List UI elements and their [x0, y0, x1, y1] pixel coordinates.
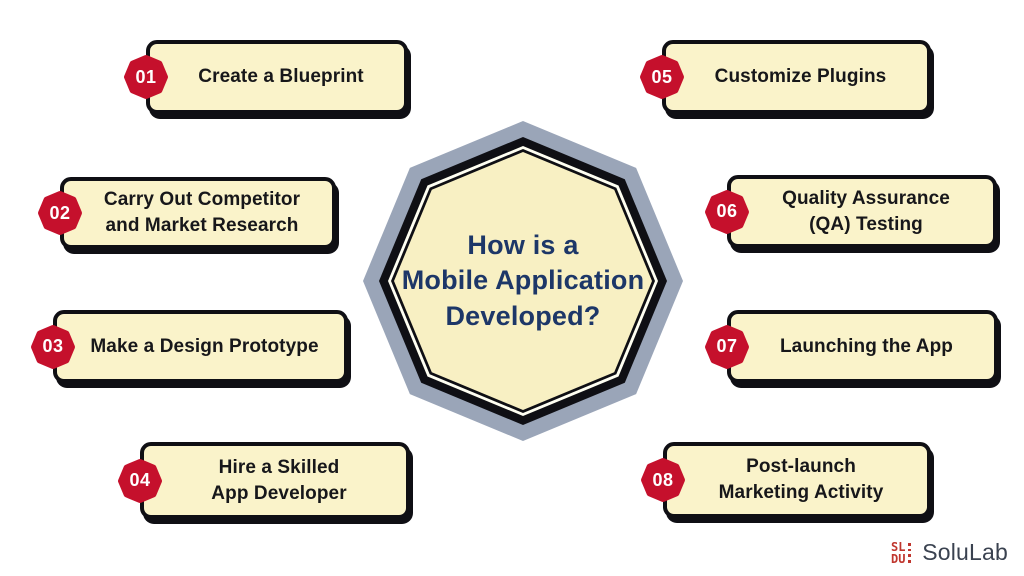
- octagon-badge-icon: [705, 324, 749, 369]
- step-number: 04: [129, 470, 151, 490]
- step-number: 08: [652, 469, 674, 490]
- step-03-badge: 03: [29, 323, 77, 371]
- step-04-badge: 04: [116, 457, 164, 505]
- step-number: 06: [716, 201, 738, 221]
- step-08-badge: 08: [639, 456, 687, 504]
- step-item-04: 04 Hire a Skilled App Developer: [118, 442, 410, 519]
- center-octagon: How is a Mobile Application Developed?: [358, 116, 688, 446]
- octagon-badge-icon: [38, 191, 82, 235]
- step-item-06: 06 Quality Assurance (QA) Testing: [705, 175, 997, 248]
- step-number: 03: [42, 336, 64, 356]
- step-label: Hire a Skilled App Developer: [211, 456, 347, 504]
- step-02-badge: 02: [36, 189, 84, 237]
- step-number: 02: [49, 202, 71, 223]
- octagon-badge-icon: [124, 55, 168, 99]
- solulab-logo-text: SoluLab: [922, 539, 1008, 565]
- step-07-badge: 07: [703, 323, 751, 371]
- step-01-badge: 01: [122, 53, 170, 101]
- step-label: Launching the App: [779, 335, 954, 357]
- step-item-07: 07 Launching the App: [705, 310, 998, 383]
- step-label: Create a Blueprint: [198, 66, 364, 88]
- step-item-01: 01 Create a Blueprint: [124, 40, 408, 114]
- step-number: 07: [716, 336, 738, 356]
- diagram-title: How is a Mobile Application Developed?: [401, 229, 645, 331]
- octagon-badge-icon: [31, 324, 75, 369]
- step-label: Customize Plugins: [714, 66, 887, 88]
- step-06-badge: 06: [703, 188, 751, 236]
- solulab-logo: SL DU SoluLab: [891, 539, 1008, 566]
- step-label: Post-launch Marketing Activity: [718, 456, 884, 503]
- step-05-badge: 05: [638, 53, 686, 101]
- octagon-badge-icon: [640, 55, 684, 99]
- octagon-badge-icon: [118, 458, 162, 503]
- step-item-03: 03 Make a Design Prototype: [31, 310, 348, 383]
- step-number: 05: [651, 66, 673, 87]
- step-item-08: 08 Post-launch Marketing Activity: [641, 442, 931, 518]
- step-label: Carry Out Competitor and Market Research: [103, 189, 301, 236]
- step-label: Quality Assurance (QA) Testing: [782, 187, 950, 235]
- step-label: Make a Design Prototype: [90, 335, 319, 357]
- svg-text:DU: DU: [891, 552, 905, 566]
- octagon-shape-icon: [363, 121, 683, 441]
- octagon-badge-icon: [641, 458, 685, 502]
- step-number: 01: [135, 66, 157, 87]
- step-item-05: 05 Customize Plugins: [640, 40, 931, 114]
- svg-text:SL: SL: [891, 540, 905, 554]
- octagon-badge-icon: [705, 189, 749, 234]
- step-item-02: 02 Carry Out Competitor and Market Resea…: [38, 177, 336, 249]
- solulab-stamp-icon: SL DU: [891, 540, 912, 566]
